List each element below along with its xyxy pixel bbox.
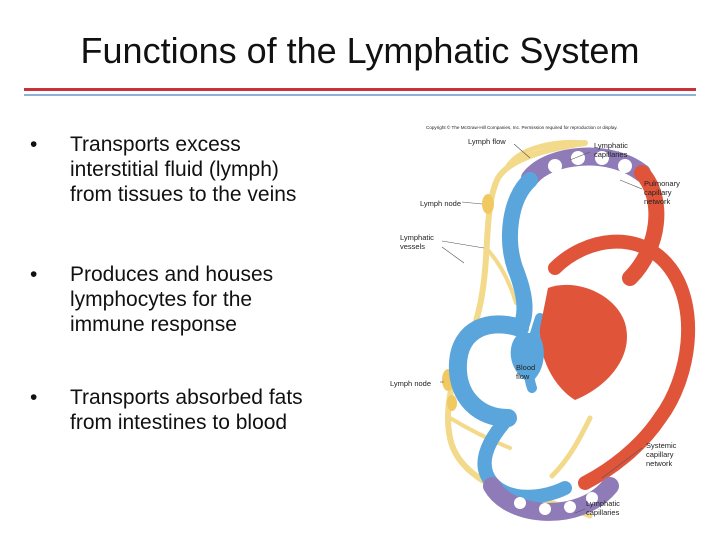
label-blood-flow: Blood flow	[516, 363, 537, 381]
bullet-text: Transports absorbed fats from intestines…	[70, 385, 370, 435]
lymphatic-circulation-diagram: Copyright © The McGraw-Hill Companies, I…	[390, 124, 696, 521]
bullet-line: from tissues to the veins	[70, 183, 297, 206]
label-lymphatic-vessels: Lymphatic vessels	[400, 233, 436, 251]
label-pulmonary-capillary-network: Pulmonary capillary network	[644, 179, 682, 206]
copyright-notice: Copyright © The McGraw-Hill Companies, I…	[426, 124, 618, 130]
label-lymphatic-capillaries-bottom: Lymphatic capillaries	[586, 499, 622, 517]
arterial-vessels-drawing	[548, 165, 696, 490]
diagram-labels: Lymph flow Lymphatic capillaries Pulmona…	[390, 137, 682, 517]
bullet-dot: •	[30, 133, 38, 156]
bullet-line: interstitial fluid (lymph)	[70, 158, 279, 181]
heart-drawing	[539, 284, 627, 400]
bullet-line: immune response	[70, 313, 237, 336]
title-divider-blue	[24, 94, 696, 96]
label-lymph-node-bottom: Lymph node	[390, 379, 431, 388]
title-divider-red	[24, 88, 696, 91]
label-lymph-flow: Lymph flow	[468, 137, 506, 146]
bullet-line: Transports excess	[70, 133, 241, 156]
label-systemic-capillary-network: Systemic capillary network	[646, 441, 679, 468]
bullet-line: from intestines to blood	[70, 411, 288, 434]
bullet-text: Transports excess interstitial fluid (ly…	[70, 132, 370, 207]
label-lymph-node-top: Lymph node	[420, 199, 461, 208]
bullet-line: Transports absorbed fats	[70, 386, 303, 409]
label-lymphatic-capillaries-top: Lymphatic capillaries	[594, 141, 630, 159]
systemic-capillary-network-drawing	[483, 477, 619, 521]
slide-title: Functions of the Lymphatic System	[80, 30, 640, 71]
lymphatic-vessels-drawing	[445, 139, 593, 519]
label-leader-lines	[440, 143, 643, 514]
pulmonary-capillary-network-drawing	[521, 147, 651, 187]
bullet-text: Produces and houses lymphocytes for the …	[70, 262, 370, 337]
right-heart-drawing	[510, 333, 544, 383]
bullet-dot: •	[30, 263, 38, 286]
bullet-dot: •	[30, 386, 38, 409]
bullet-line: lymphocytes for the	[70, 288, 253, 311]
bullet-line: Produces and houses	[70, 263, 274, 286]
